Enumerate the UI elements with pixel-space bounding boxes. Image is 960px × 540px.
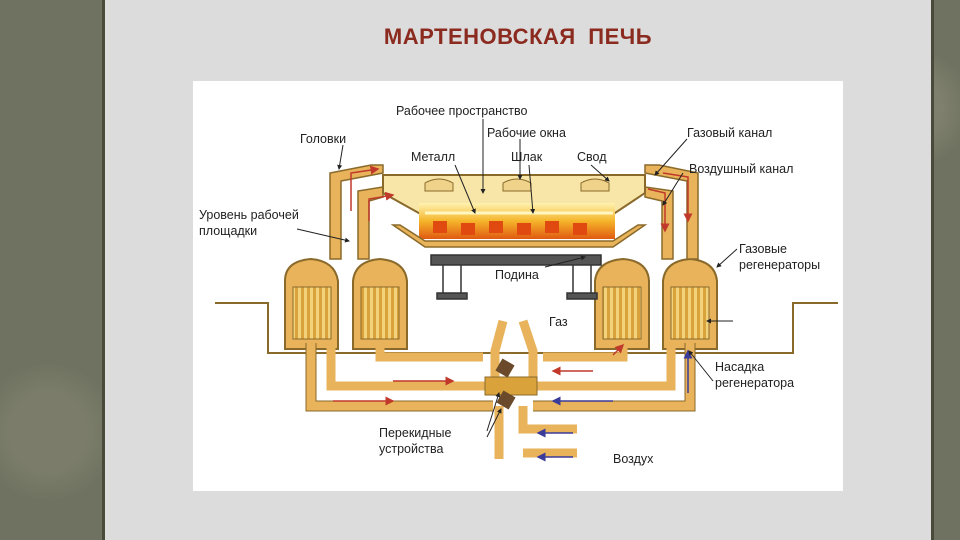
working-chamber — [382, 174, 648, 248]
label-metal: Металл — [411, 150, 455, 164]
label-reversing-1: Перекидные — [379, 426, 451, 440]
label-packing-2: регенератора — [715, 376, 794, 390]
leader-lines — [296, 119, 738, 438]
label-gas-channel: Газовый канал — [687, 126, 772, 140]
label-gas: Газ — [549, 315, 568, 329]
label-air-channel: Воздушный канал — [689, 162, 793, 176]
work-window — [424, 178, 610, 192]
label-heads: Головки — [300, 132, 346, 146]
label-packing-1: Насадка — [715, 360, 764, 374]
label-hearth: Подина — [495, 268, 539, 282]
label-platform-level-2: площадки — [199, 224, 257, 238]
left-channels — [329, 164, 384, 260]
furnace-diagram: Рабочее пространство Головки Рабочие окн… — [193, 81, 843, 491]
right-channels — [644, 164, 699, 260]
labels: Рабочее пространство Головки Рабочие окн… — [199, 104, 820, 466]
label-roof: Свод — [577, 150, 607, 164]
left-regenerators — [284, 257, 408, 350]
label-slag: Шлак — [511, 150, 543, 164]
reversing-devices — [484, 358, 538, 410]
slide-title: МАРТЕНОВСКАЯ ПЕЧЬ — [383, 24, 653, 49]
label-work-windows: Рабочие окна — [487, 126, 566, 140]
bottom-ducts — [306, 319, 695, 459]
hearth-supports — [430, 254, 602, 300]
label-platform-level-1: Уровень рабочей — [199, 208, 299, 222]
air-flow-arrows — [536, 349, 693, 462]
label-reversing-2: устройства — [379, 442, 443, 456]
label-working-space: Рабочее пространство — [396, 104, 528, 118]
label-gas-regenerators-2: регенераторы — [739, 258, 820, 272]
right-regenerators — [594, 257, 718, 350]
label-air: Воздух — [613, 452, 654, 466]
label-gas-regenerators-1: Газовые — [739, 242, 787, 256]
gas-flow-arrows — [333, 165, 693, 406]
